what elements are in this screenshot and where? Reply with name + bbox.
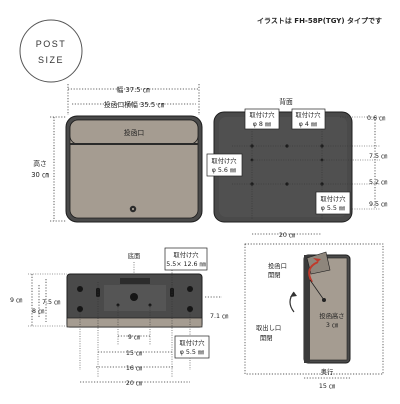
bottom-dim-h3: 8 ㎝ [32, 308, 45, 315]
badge-line2: SIZE [38, 55, 64, 65]
front-width-label: 幅 37.5 ㎝ [116, 85, 149, 94]
side-open-top-1: 投函口 [268, 261, 287, 270]
bottom-dim-right: 7.1 ㎝ [210, 313, 229, 320]
side-slot-height-1: 投函高さ [319, 311, 344, 320]
front-height-label: 高さ [33, 159, 47, 168]
back-hole-d-size: φ 5.5 ㎜ [321, 205, 346, 212]
bottom-dim-w2: 15 ㎝ [126, 350, 143, 357]
back-hole-d-label: 取付け穴 [320, 194, 346, 203]
bottom-title: 底面 [128, 251, 141, 260]
slot-label: 投函口 [124, 128, 144, 137]
back-hole-c-label: 取付け穴 [211, 156, 237, 165]
front-slot-width-label: 投函口横幅 35.5 ㎝ [104, 100, 164, 109]
back-title: 背面 [279, 97, 293, 106]
side-depth-value: 15 ㎝ [319, 383, 336, 390]
back-dim-width: 20 ㎝ [279, 232, 296, 239]
side-takeout-1: 取出し口 [256, 323, 281, 332]
back-hole-a-size: φ 8 ㎜ [253, 121, 272, 128]
bottom-hole-b-size: φ 5.5 ㎜ [180, 349, 205, 356]
bottom-hole-a-label: 取付け穴 [173, 250, 199, 259]
bottom-hole-b-label: 取付け穴 [179, 338, 205, 347]
post-size-badge: POST SIZE [19, 19, 83, 83]
bottom-hole-a-size: 5.5× 12.6 ㎜ [166, 261, 206, 268]
back-dim-1: 7.5 ㎝ [369, 153, 388, 160]
bottom-dim-w4: 20 ㎝ [126, 380, 143, 387]
side-depth-label: 奥行 [321, 367, 334, 376]
side-view: 投函口 開閉 投函高さ 3 ㎝ 取出し口 開閉 奥行 15 ㎝ [244, 243, 384, 390]
front-height-value: 30 ㎝ [31, 171, 49, 179]
bottom-dim-h1: 9 ㎝ [10, 297, 23, 304]
back-hole-b-label: 取付け穴 [295, 110, 321, 119]
side-takeout-2: 開閉 [260, 334, 273, 342]
side-open-top-2: 開閉 [268, 271, 281, 279]
model-note: イラストは FH-58P(TGY) タイプです [257, 16, 382, 25]
back-dim-3: 9.5 ㎝ [369, 201, 388, 208]
back-dim-2: 5.2 ㎝ [369, 179, 388, 186]
side-slot-height-2: 3 ㎝ [326, 322, 339, 329]
bottom-dim-h2: 7.5 ㎝ [42, 299, 61, 306]
back-hole-a-label: 取付け穴 [249, 110, 275, 119]
badge-line1: POST [36, 39, 67, 49]
bottom-view: 底面 9 ㎝ 7.5 ㎝ 8 ㎝ 7.1 ㎝ [10, 247, 229, 387]
back-hole-c-size: φ 5.6 ㎜ [212, 167, 237, 174]
front-view: 幅 37.5 ㎝ 投函口横幅 35.5 ㎝ 高さ 30 ㎝ 投函口 [31, 84, 203, 223]
back-view: 背面 0.6 ㎝ 7.5 ㎝ 5.2 ㎝ 9.5 ㎝ 20 ㎝ 取付け穴 φ 8… [206, 97, 388, 239]
bottom-dim-w1: 9 ㎝ [128, 334, 141, 341]
bottom-dim-w3: 16 ㎝ [126, 365, 143, 372]
back-hole-b-size: φ 4 ㎜ [299, 121, 318, 128]
back-dim-top: 0.6 ㎝ [367, 115, 386, 122]
